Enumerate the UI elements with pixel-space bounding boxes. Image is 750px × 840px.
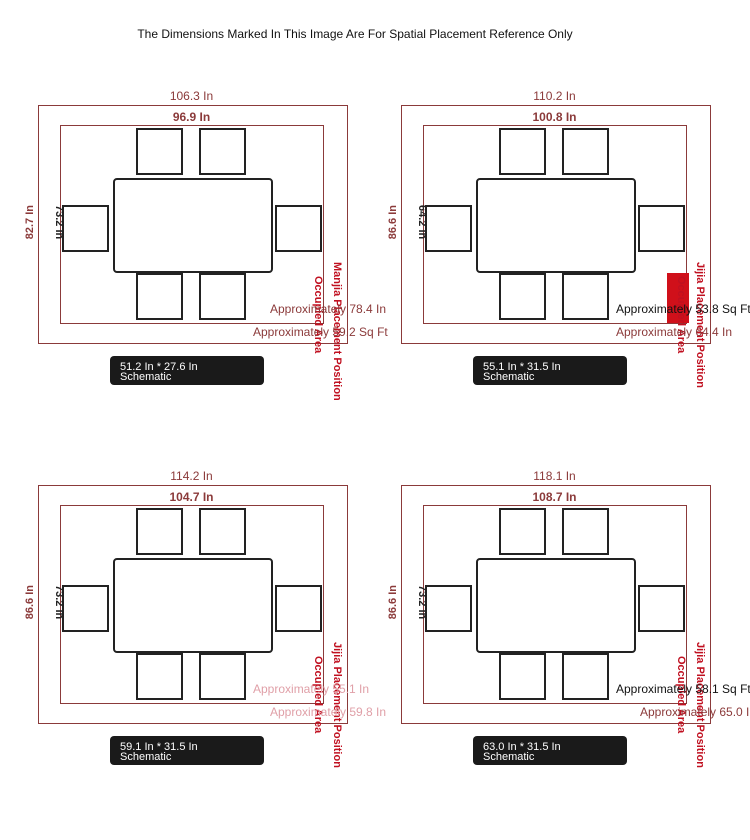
length-note: Approximately 59.8 In [270,705,387,719]
room-outline [401,485,711,724]
inner-width-label: 104.7 In [169,490,214,504]
dining-table [113,178,273,273]
outer-width-label: 114.2 In [170,469,213,483]
length-note: Approximately 78.4 In [270,302,387,316]
placement-position-label: Jijia Placement Position [694,262,706,388]
outer-height-label: 86.6 In [24,585,36,620]
chair [562,508,609,555]
outer-width-label: 106.3 In [169,89,214,103]
size-text: 55.1 In * 31.5 In [483,361,561,373]
outer-height-label: 86.6 In [387,585,399,620]
chair [136,653,183,700]
chair [562,273,609,320]
outer-width-label: 110.2 In [533,89,576,103]
placement-position-label: Manjia Placement Position [331,262,343,401]
outer-height-label: 86.6 In [387,205,399,240]
chair [62,205,109,252]
schematic-text: Schematic [120,371,172,383]
chair [638,585,685,632]
chair [562,128,609,175]
inner-width-label: 100.8 In [532,110,577,124]
chair [275,205,322,252]
page-title: The Dimensions Marked In This Image Are … [137,27,573,41]
room-outline [401,105,711,344]
rug-outline [423,125,687,324]
chair [199,653,246,700]
chair [499,508,546,555]
chair [199,273,246,320]
chair [425,585,472,632]
size-text: 51.2 In * 27.6 In [120,361,198,373]
inner-width-label: 108.7 In [532,490,577,504]
chair [499,653,546,700]
size-text: 59.1 In * 31.5 In [120,741,198,753]
occupied-area-label: Occupied Area [675,656,687,734]
schematic-text: Schematic [120,751,172,763]
chair [199,508,246,555]
size-text: 63.0 In * 31.5 In [483,741,561,753]
room-outline [38,105,348,344]
dining-table [113,558,273,653]
chair [499,128,546,175]
outer-width-label: 118.1 In [533,469,576,483]
chair [62,585,109,632]
chair [275,585,322,632]
occupied-area-label: Occupied Area [312,276,324,354]
placement-position-label: Jijia Placement Position [694,642,706,768]
dining-table [476,178,636,273]
chair [638,205,685,252]
length-note: Approximately 64.4 In [616,325,733,339]
room-outline [38,485,348,724]
schematic-text: Schematic [483,751,535,763]
rug-outline [60,505,324,704]
placement-position-label: Jijia Placement Position [331,642,343,768]
occupied-area-label: Occupied Area [675,276,687,354]
chair [136,508,183,555]
chair [562,653,609,700]
length-note: Approximately 65.0 In [640,705,750,719]
chair [136,273,183,320]
rug-outline [423,505,687,704]
chair [499,273,546,320]
schematic-text: Schematic [483,371,535,383]
occupied-area-label: Occupied Area [312,656,324,734]
outer-height-label: 82.7 In [24,205,36,240]
chair [136,128,183,175]
area-note: Approximately 58.1 Sq Ft [616,682,750,696]
area-note: Approximately 53.8 Sq Ft [616,302,750,316]
chair [425,205,472,252]
inner-width-label: 96.9 In [172,110,211,124]
area-note: Approximately 55.1 In [253,682,370,696]
dining-table [476,558,636,653]
rug-outline [60,125,324,324]
placement-highlight [667,273,689,323]
area-note: Approximately 59.2 Sq Ft [253,325,388,339]
chair [199,128,246,175]
